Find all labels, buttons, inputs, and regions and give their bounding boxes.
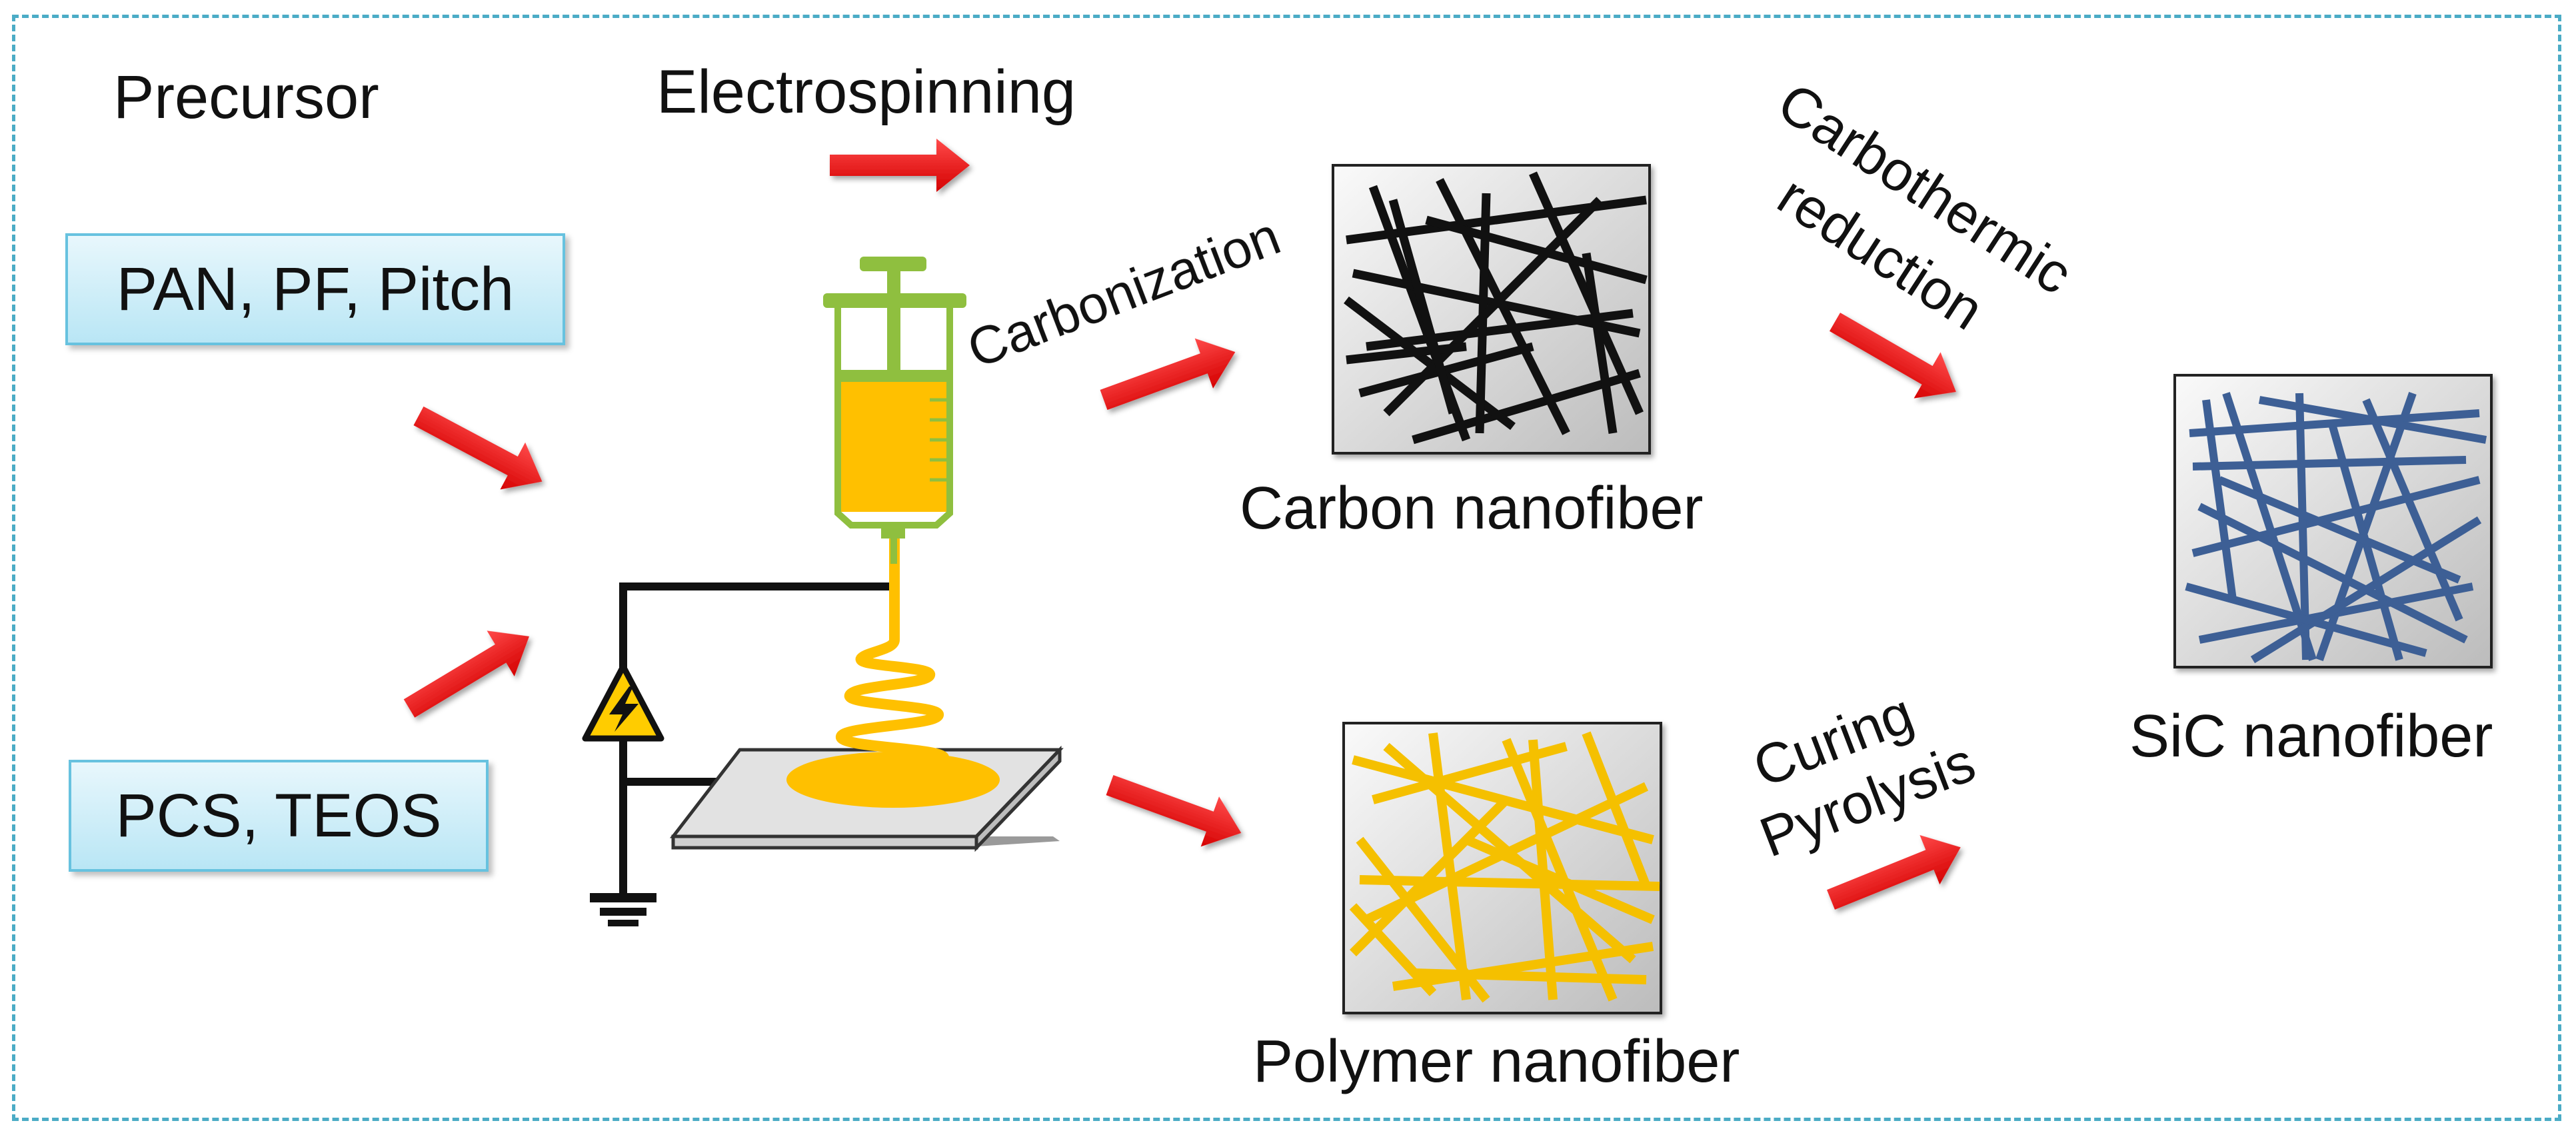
carbon-fiber-strand [1582, 253, 1618, 434]
polymer-nanofiber-label: Polymer nanofiber [1253, 1028, 1740, 1095]
carbon-nanofiber-label: Carbon nanofiber [1240, 475, 1704, 542]
sic-fiber-strand [2185, 582, 2427, 657]
precursor-heading: Precursor [113, 63, 379, 131]
precursor-box-pan-pf-pitch: PAN, PF, Pitch [65, 233, 565, 345]
arrow-carbothermic [1830, 313, 1956, 399]
sic-fiber-strand [2217, 476, 2461, 584]
arrow-to-polymer [1106, 774, 1242, 847]
precursor-box-label: PCS, TEOS [115, 781, 442, 850]
sic-fiber-strand [2250, 516, 2482, 664]
polymer-fiber-strand [1392, 942, 1654, 991]
carbon-fiber-strand [1358, 342, 1534, 398]
carbon-fiber-strand [1344, 296, 1516, 431]
sic-fiber-strand [2315, 392, 2417, 661]
polymer-fiber-strand [1464, 835, 1655, 924]
polymer-fiber-strand [1502, 738, 1618, 1002]
polymer-fiber-strand [1412, 968, 1647, 984]
high-voltage-warning-icon [582, 663, 664, 742]
arrow-precursor-a [413, 406, 543, 490]
sic-nanofiber-label: SiC nanofiber [2129, 703, 2493, 770]
carbon-fiber-strand [1436, 178, 1570, 435]
arrow-precursor-b [403, 630, 530, 718]
sic-fiber-strand [2197, 503, 2468, 644]
carbon-fiber-strand [1529, 171, 1644, 415]
sic-fiber-strand [2202, 399, 2237, 600]
carbon-fiber-strand [1388, 199, 1458, 415]
precursor-box-pcs-teos: PCS, TEOS [69, 760, 489, 872]
carbon-fiber-strand [1383, 197, 1603, 417]
arrow-carbonization [1100, 338, 1236, 411]
electrospinning-label: Electrospinning [656, 58, 1076, 126]
carbon-fiber-strand [1366, 309, 1634, 351]
precursor-box-label: PAN, PF, Pitch [116, 255, 515, 323]
sic-fiber-strand [2258, 396, 2487, 444]
ground-symbol-icon [590, 893, 656, 926]
polymer-fiber-strand [1349, 903, 1437, 996]
arrow-electrospinning [830, 139, 970, 192]
sic-fiber-strand [2191, 476, 2481, 557]
polymer-fiber-strand [1372, 742, 1568, 804]
sic-fiber-strand [2192, 456, 2467, 471]
dashed-frame [12, 15, 2561, 1121]
polymer-fiber-strand [1582, 731, 1651, 888]
electrospinning-apparatus [582, 257, 1064, 926]
arrow-curing [1827, 834, 1961, 910]
polymer-fiber-strand [1359, 875, 1660, 891]
carbon-fiber-strand [1425, 215, 1648, 285]
carbon-fiber-strand [1346, 342, 1467, 365]
sic-fiber-strand [2362, 398, 2463, 622]
